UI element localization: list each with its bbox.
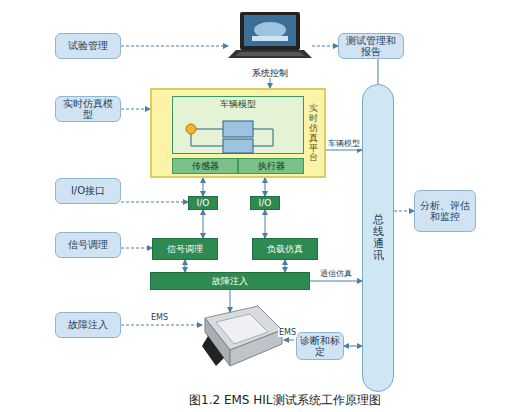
connector bbox=[121, 248, 152, 249]
connector bbox=[203, 178, 204, 196]
connector bbox=[121, 109, 150, 110]
io-box: I/O bbox=[188, 196, 218, 210]
node-text: 传感器 bbox=[192, 161, 219, 171]
ems-arrows bbox=[121, 290, 294, 340]
connector bbox=[265, 210, 266, 238]
input-box: 试验管理 bbox=[55, 33, 121, 59]
input-box: 信号调理 bbox=[55, 232, 121, 258]
connector bbox=[312, 46, 338, 47]
connector bbox=[203, 210, 204, 238]
node-text: 诊断和标定 bbox=[300, 335, 340, 358]
process-box: 负载仿真 bbox=[252, 238, 318, 260]
connector bbox=[344, 346, 362, 347]
node-text: I/O bbox=[259, 198, 272, 208]
output-box: 测试管理和报告 bbox=[338, 33, 404, 59]
connector bbox=[326, 150, 362, 151]
process-bar: 故障注入 bbox=[150, 272, 310, 290]
model-box: 车辆模型 bbox=[172, 96, 304, 154]
output-box: 分析、评估和监控 bbox=[414, 190, 476, 232]
node-text: 系统控制 bbox=[252, 68, 288, 78]
node-text: 车辆模型 bbox=[220, 99, 256, 109]
connector bbox=[121, 46, 228, 47]
process-box: 信号调理 bbox=[152, 238, 218, 260]
edge-label: 通信仿真 bbox=[319, 268, 353, 279]
ecu-unit bbox=[202, 306, 282, 366]
connector bbox=[185, 260, 186, 272]
node-text: I/O接口 bbox=[71, 185, 105, 197]
node-text: 分析、评估和监控 bbox=[418, 200, 472, 223]
input-box: I/O接口 bbox=[55, 178, 121, 204]
node-text: 试验管理 bbox=[68, 40, 108, 52]
signal-label: EMS bbox=[150, 313, 169, 322]
sensor-bar: 传感器 bbox=[172, 158, 238, 174]
figure-caption: 图1.2 EMS HIL测试系统工作原理图 bbox=[189, 392, 381, 409]
node-text: I/O bbox=[197, 198, 210, 208]
node-text: 测试管理和报告 bbox=[342, 35, 400, 58]
node-text: 实时仿真模型 bbox=[59, 98, 117, 121]
node-text: 总线通讯 bbox=[373, 214, 384, 262]
signal-label: EMS bbox=[278, 328, 297, 337]
node-text: 执行器 bbox=[258, 161, 285, 171]
node-text: 故障注入 bbox=[68, 319, 108, 331]
io-box: I/O bbox=[250, 196, 280, 210]
laptop-icon bbox=[228, 12, 312, 58]
node-text: 实时仿真平台 bbox=[309, 104, 318, 163]
connector bbox=[394, 211, 414, 212]
connector bbox=[270, 78, 271, 88]
connector bbox=[310, 281, 362, 282]
laptop-node: 系统控制 bbox=[228, 10, 312, 78]
connector bbox=[265, 178, 266, 196]
connector bbox=[285, 260, 286, 272]
edge-label: 车辆模型 bbox=[327, 138, 361, 149]
connector bbox=[378, 59, 379, 84]
process-box: 诊断和标定 bbox=[296, 332, 344, 360]
platform-box: 实时仿真平台 车辆模型传感器 执行器 bbox=[150, 88, 326, 178]
input-box: 故障注入 bbox=[55, 312, 121, 338]
node-text: 信号调理 bbox=[68, 239, 108, 251]
node-text: 信号调理 bbox=[167, 244, 203, 254]
input-box: 实时仿真模型 bbox=[55, 96, 121, 122]
node-text: 故障注入 bbox=[212, 276, 248, 286]
bus-pill: 总线通讯 bbox=[362, 84, 394, 392]
node-text: 负载仿真 bbox=[267, 244, 303, 254]
connector bbox=[121, 202, 188, 203]
actuator-bar: 执行器 bbox=[238, 158, 304, 174]
